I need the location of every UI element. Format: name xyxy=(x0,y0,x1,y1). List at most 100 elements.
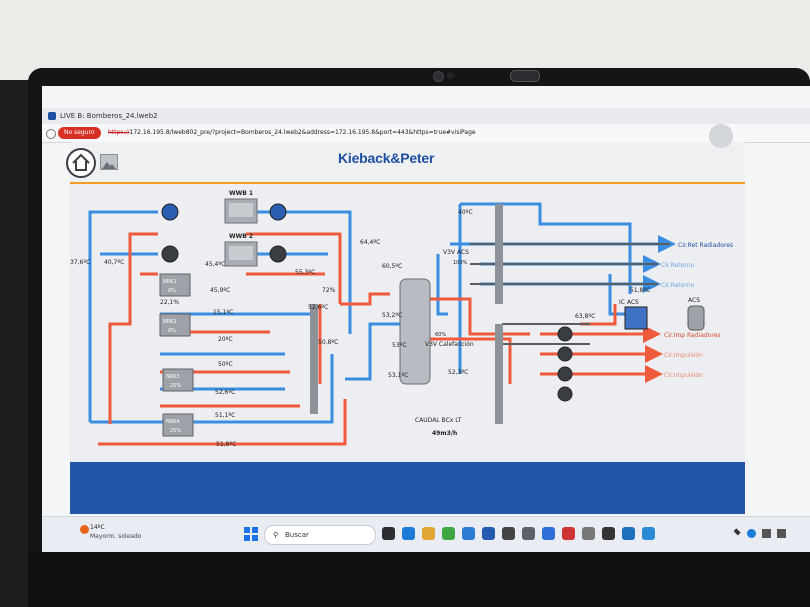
module-value: 0% xyxy=(168,328,176,334)
reading: 45,4ºC xyxy=(205,261,225,268)
reading: 40,7ºC xyxy=(104,259,124,266)
windows-start-icon[interactable] xyxy=(244,527,258,541)
valve-label: V3V Calefacción xyxy=(425,341,474,348)
address-bar: No seguro https://172.16.195.8/lweb802_p… xyxy=(42,124,810,143)
circuit-label: Cir.Imp Radiadores xyxy=(664,332,721,339)
volume-icon[interactable] xyxy=(777,529,786,538)
security-badge[interactable]: No seguro xyxy=(58,127,101,139)
weather-icon[interactable] xyxy=(80,525,89,534)
reading: 53ºC xyxy=(392,342,407,349)
mountain-icon xyxy=(102,162,116,169)
boiler-label: WWB 1 xyxy=(229,190,253,197)
module-value: 25% xyxy=(170,383,181,389)
reading: 20ºC xyxy=(218,336,233,343)
reading: 72% xyxy=(322,287,336,294)
taskbar-search[interactable]: ⚲ Buscar xyxy=(264,525,376,545)
reading: 51,8ºC xyxy=(216,441,236,448)
module-value: 25% xyxy=(170,428,181,434)
reading: 100% xyxy=(453,260,468,266)
circuit-label: Cir.Retorno xyxy=(661,262,694,269)
circuit-label: Cir.Retorno xyxy=(661,282,694,289)
caudal-value: 49m3/h xyxy=(432,430,457,437)
module-nrk1[interactable]: NRK1 0% xyxy=(159,273,191,297)
scada-app: Kieback&Peter xyxy=(66,142,745,512)
module-name: NRK1 xyxy=(163,279,177,285)
cloud-icon[interactable] xyxy=(747,529,756,538)
home-icon xyxy=(72,153,90,171)
image-icon[interactable] xyxy=(100,154,118,170)
wifi-icon[interactable] xyxy=(762,529,771,538)
app-icon[interactable] xyxy=(622,527,635,540)
valve-label: V3V ACS xyxy=(443,249,469,256)
file-explorer-icon[interactable] xyxy=(422,527,435,540)
reading: 53,2ºC xyxy=(382,312,402,319)
edge-icon[interactable] xyxy=(402,527,415,540)
wall-background xyxy=(0,0,810,80)
weather-desc[interactable]: Mayorm. soleado xyxy=(90,533,142,540)
reload-icon[interactable] xyxy=(46,129,56,139)
reading: 60,5ºC xyxy=(382,263,402,270)
reading: 55,3ºC xyxy=(295,269,315,276)
hydraulic-diagram: WWB 1 WWB 2 NRK1 0% NRK2 0% NRK3 25 xyxy=(70,184,745,464)
app-icon[interactable] xyxy=(482,527,495,540)
weather-temp[interactable]: 14ºC xyxy=(90,524,105,531)
reading: 52,6ºC xyxy=(215,389,235,396)
privacy-shutter[interactable] xyxy=(510,70,540,82)
module-nrk2[interactable]: NRK2 0% xyxy=(159,313,191,337)
circuit-label: Cir.Ret Radiadores xyxy=(678,242,733,249)
circuit-label: Cir.Impulsión xyxy=(664,372,703,379)
app-icon[interactable] xyxy=(522,527,535,540)
user-avatar[interactable] xyxy=(709,124,733,148)
laptop-body xyxy=(28,552,810,607)
reading: 52,6ºC xyxy=(308,304,328,311)
reading: 40ºC xyxy=(458,209,473,216)
reading: 60% xyxy=(435,332,446,338)
search-label: Buscar xyxy=(285,531,309,539)
module-nrk3[interactable]: NRK3 25% xyxy=(162,368,194,392)
component-label: ACS xyxy=(688,297,700,304)
app-icon[interactable] xyxy=(642,527,655,540)
reading: 45,9ºC xyxy=(210,287,230,294)
reading: 22,1% xyxy=(160,299,179,306)
screen: LIVE B: Bomberos_24.lweb2 No seguro http… xyxy=(42,86,810,552)
sensor-readings: 37,6ºC 40,7ºC 45,4ºC 45,9ºC 22,1% 15,1ºC… xyxy=(70,209,700,448)
buffer-tank[interactable] xyxy=(399,278,431,385)
module-name: NRK3 xyxy=(166,374,180,380)
app-icon[interactable] xyxy=(582,527,595,540)
app-icon[interactable] xyxy=(502,527,515,540)
module-nrk4[interactable]: NRK4 25% xyxy=(162,413,194,437)
app-icon[interactable] xyxy=(562,527,575,540)
tab-title[interactable]: LIVE B: Bomberos_24.lweb2 xyxy=(60,112,158,120)
brand-divider xyxy=(70,182,745,184)
boiler-wwb1[interactable]: WWB 1 xyxy=(224,190,258,224)
reading: 50,8ºC xyxy=(318,339,338,346)
home-button[interactable] xyxy=(66,148,96,178)
app-icon[interactable] xyxy=(462,527,475,540)
app-icon[interactable] xyxy=(602,527,615,540)
module-value: 0% xyxy=(168,288,176,294)
circuit-label: Cir.Impulsión xyxy=(664,352,703,359)
search-icon: ⚲ xyxy=(273,531,279,539)
heat-exchanger-ic-acs[interactable] xyxy=(624,306,648,330)
url-scheme: https:// xyxy=(108,129,130,136)
reading: 52,3ºC xyxy=(448,369,468,376)
app-footer xyxy=(70,462,745,514)
webcam-icon xyxy=(433,71,444,82)
component-label: IC ACS xyxy=(619,299,639,306)
reading: 50ºC xyxy=(218,361,233,368)
browser-title-bar: LIVE B: Bomberos_24.lweb2 xyxy=(42,108,810,124)
chevron-up-icon[interactable] xyxy=(729,528,741,540)
pump-icons[interactable] xyxy=(161,203,573,402)
reading: 53,1ºC xyxy=(388,372,408,379)
url-text: 172.16.195.8/lweb802_pre/?project=Bomber… xyxy=(129,129,476,136)
circuit-labels: Cir.Ret Radiadores Cir.Retorno Cir.Retor… xyxy=(661,242,733,379)
app-icon[interactable] xyxy=(542,527,555,540)
task-view-icon[interactable] xyxy=(382,527,395,540)
acs-tank[interactable] xyxy=(687,305,705,331)
app-icon[interactable] xyxy=(442,527,455,540)
app-favicon-icon xyxy=(48,112,56,120)
reading: 37,6ºC xyxy=(70,259,90,266)
boiler-wwb2[interactable]: WWB 2 xyxy=(224,233,258,267)
url-field[interactable]: https://172.16.195.8/lweb802_pre/?projec… xyxy=(108,124,476,142)
reading: 15,1ºC xyxy=(213,309,233,316)
